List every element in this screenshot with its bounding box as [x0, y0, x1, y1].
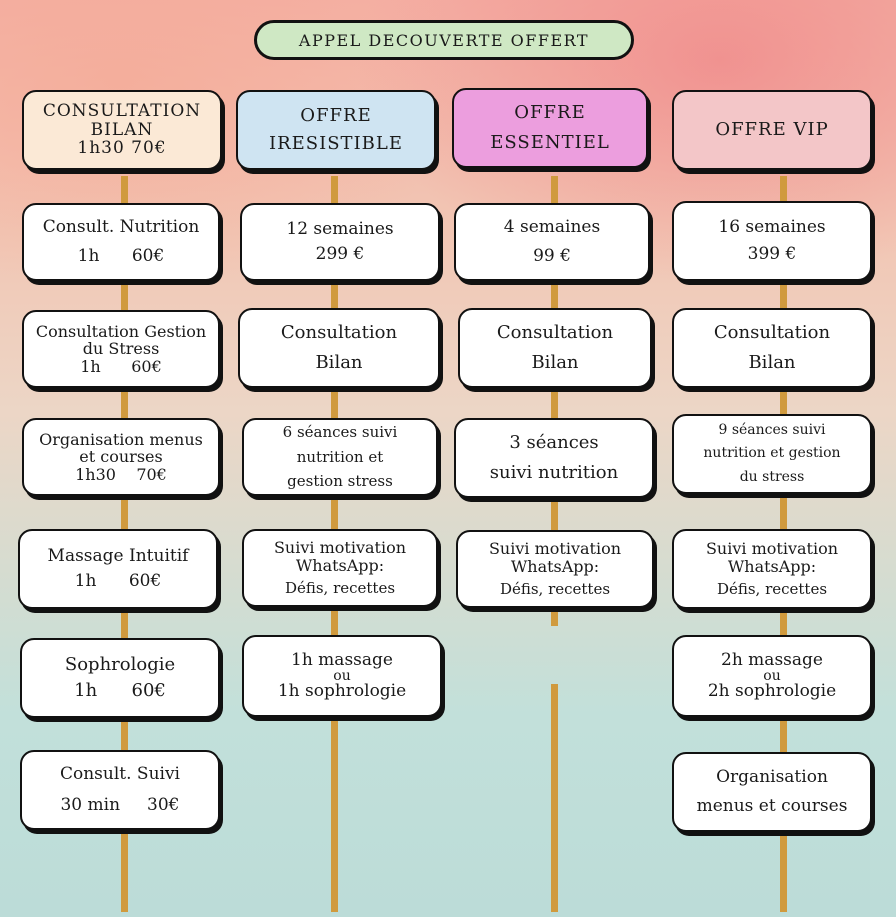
- card-line: Suivi motivation: [705, 539, 839, 559]
- card-line: nutrition et: [296, 447, 384, 466]
- card-line: suivi nutrition: [489, 462, 619, 483]
- card-line: Suivi motivation: [488, 539, 622, 559]
- header-line: CONSULTATION: [42, 100, 202, 121]
- card-sophrologie[interactable]: Sophrologie 1h 60€: [20, 638, 220, 718]
- card-organisation-menus[interactable]: Organisation menus et courses 1h30 70€: [22, 418, 220, 496]
- card-duree-vip[interactable]: 16 semaines 399 €: [672, 201, 872, 281]
- card-price: 299 €: [315, 244, 365, 264]
- card-consultation-bilan-iresistible[interactable]: Consultation Bilan: [238, 308, 440, 388]
- card-title: Consult. Suivi: [59, 764, 180, 785]
- card-line: WhatsApp:: [295, 555, 385, 575]
- card-line: WhatsApp:: [727, 556, 817, 576]
- card-title: Consultation: [713, 322, 831, 344]
- card-whatsapp-vip[interactable]: Suivi motivation WhatsApp: Défis, recett…: [672, 529, 872, 609]
- card-price: 1h 60€: [80, 356, 162, 376]
- connector-rail-essentiel-bottom: [551, 684, 558, 912]
- card-line: gestion stress: [287, 472, 393, 491]
- card-title: Massage Intuitif: [47, 546, 189, 567]
- card-line: 2h sophrologie: [707, 681, 837, 702]
- connector-rail-essentiel-top: [551, 176, 558, 626]
- card-line: 1h massage: [291, 650, 393, 671]
- card-massage-sophro-iresistible[interactable]: 1h massage ou 1h sophrologie: [242, 635, 442, 717]
- card-line: WhatsApp:: [510, 556, 600, 576]
- card-price: 1h 60€: [74, 571, 162, 591]
- header-line: BILAN: [90, 119, 154, 140]
- card-price: 99 €: [533, 246, 571, 266]
- card-consult-suivi[interactable]: Consult. Suivi 30 min 30€: [20, 750, 220, 830]
- card-title: Consultation: [496, 322, 614, 344]
- card-subtitle: Bilan: [748, 352, 796, 373]
- header-consultation-bilan[interactable]: CONSULTATION BILAN 1h30 70€: [22, 90, 222, 170]
- card-price: 1h30 70€: [75, 464, 167, 484]
- card-duration: 4 semaines: [503, 217, 601, 238]
- header-line: ESSENTIEL: [490, 132, 610, 153]
- card-consultation-bilan-essentiel[interactable]: Consultation Bilan: [458, 308, 652, 388]
- card-consult-gestion-stress[interactable]: Consultation Gestion du Stress 1h 60€: [22, 310, 220, 388]
- card-line: 9 séances suivi: [718, 421, 826, 438]
- card-seances-iresistible[interactable]: 6 séances suivi nutrition et gestion str…: [242, 418, 438, 496]
- card-title: Sophrologie: [64, 654, 176, 676]
- header-line: OFFRE: [300, 105, 372, 127]
- card-subtitle: et courses: [79, 447, 163, 467]
- card-subtitle: Bilan: [315, 352, 363, 373]
- header-offre-iresistible[interactable]: OFFRE IRESISTIBLE: [236, 90, 436, 170]
- card-subtitle: du Stress: [82, 339, 160, 359]
- card-line: Organisation: [716, 767, 828, 788]
- header-offre-vip[interactable]: OFFRE VIP: [672, 90, 872, 170]
- card-consultation-bilan-vip[interactable]: Consultation Bilan: [672, 308, 872, 388]
- card-duree-essentiel[interactable]: 4 semaines 99 €: [454, 203, 650, 281]
- cta-label: APPEL DECOUVERTE OFFERT: [298, 30, 590, 50]
- header-line: OFFRE: [514, 102, 586, 124]
- card-massage-sophro-vip[interactable]: 2h massage ou 2h sophrologie: [672, 635, 872, 717]
- card-duree-iresistible[interactable]: 12 semaines 299 €: [240, 203, 440, 281]
- card-price: 30 min 30€: [60, 795, 180, 815]
- card-line: du stress: [739, 468, 805, 485]
- header-offre-essentiel[interactable]: OFFRE ESSENTIEL: [452, 88, 648, 168]
- card-line: 2h massage: [721, 650, 823, 671]
- card-line: Suivi motivation: [273, 538, 407, 558]
- card-whatsapp-essentiel[interactable]: Suivi motivation WhatsApp: Défis, recett…: [456, 530, 654, 608]
- card-organisation-vip[interactable]: Organisation menus et courses: [672, 752, 872, 832]
- card-line: 3 séances: [509, 432, 599, 454]
- card-line: ou: [763, 667, 781, 684]
- card-title: Organisation menus: [39, 429, 203, 449]
- header-line: IRESISTIBLE: [268, 133, 403, 154]
- card-duration: 16 semaines: [718, 217, 826, 238]
- card-line: Défis, recettes: [284, 579, 396, 598]
- card-massage-intuitif[interactable]: Massage Intuitif 1h 60€: [18, 529, 218, 609]
- free-discovery-call-button[interactable]: APPEL DECOUVERTE OFFERT: [254, 20, 634, 60]
- card-subtitle: Bilan: [531, 352, 579, 373]
- header-line: OFFRE VIP: [715, 119, 829, 141]
- card-line: Défis, recettes: [499, 580, 611, 599]
- card-line: 1h sophrologie: [277, 681, 407, 702]
- card-price: 399 €: [747, 244, 797, 264]
- header-line: 1h30 70€: [77, 138, 167, 159]
- card-whatsapp-iresistible[interactable]: Suivi motivation WhatsApp: Défis, recett…: [242, 529, 438, 607]
- card-seances-essentiel[interactable]: 3 séances suivi nutrition: [454, 418, 654, 498]
- card-title: Consultation: [280, 322, 398, 344]
- card-line: nutrition et gestion: [703, 445, 841, 462]
- card-line: 6 séances suivi: [282, 423, 398, 442]
- card-price: 1h 60€: [74, 680, 166, 701]
- card-seances-vip[interactable]: 9 séances suivi nutrition et gestion du …: [672, 414, 872, 494]
- card-duration: 12 semaines: [286, 219, 394, 240]
- card-line: menus et courses: [696, 796, 848, 816]
- card-title: Consultation Gestion: [35, 321, 207, 341]
- card-consult-nutrition[interactable]: Consult. Nutrition 1h 60€: [22, 203, 220, 281]
- card-title: Consult. Nutrition: [42, 217, 200, 238]
- card-line: ou: [333, 667, 351, 684]
- card-price: 1h 60€: [77, 246, 165, 266]
- card-line: Défis, recettes: [716, 580, 828, 599]
